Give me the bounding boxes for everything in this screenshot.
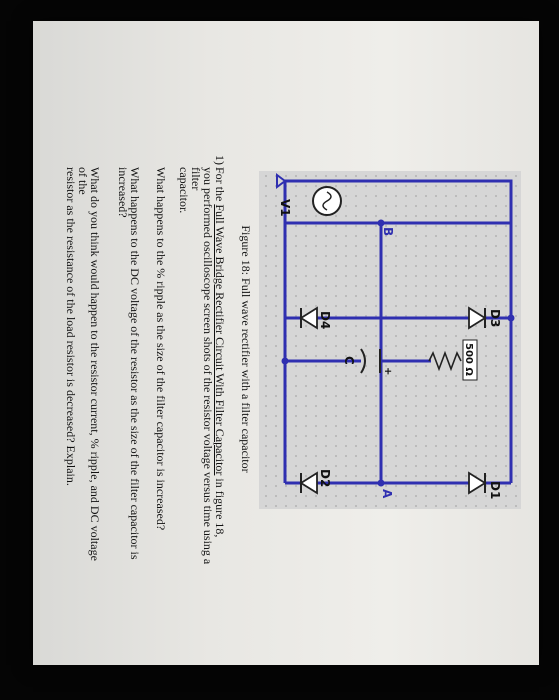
label-resistor: 500 Ω (463, 343, 474, 376)
label-v1: V1 (278, 199, 292, 217)
q1-text: What happens to the % ripple as the size… (154, 167, 168, 531)
resistor-label-box (462, 339, 478, 381)
junction-dot (507, 314, 515, 322)
circuit-wires (283, 179, 513, 485)
intro-text-a: For the (213, 167, 227, 205)
q3-line-1: What do you think would happen to the re… (76, 167, 102, 561)
label-capacitor: C (342, 356, 356, 365)
capacitor-c (360, 348, 381, 374)
rotated-page-content: D3 D1 D4 D2 V1 500 Ω C + A B Figure 18: … (33, 21, 539, 665)
circuit-svg: D3 D1 D4 D2 V1 500 Ω C + A B (276, 173, 515, 499)
ground-symbol (276, 173, 287, 189)
q2-line-1: What happens to the DC voltage of the re… (128, 167, 142, 560)
circuit-diagram: D3 D1 D4 D2 V1 500 Ω C + A B (259, 171, 521, 509)
label-cap-polarity: + (382, 367, 393, 375)
label-d3: D3 (488, 309, 502, 327)
intro-line-1: For the Full Wave Bridge Rectifier Circu… (213, 167, 227, 567)
intro-line-3: capacitor. (177, 167, 191, 214)
question-intro: For the Full Wave Bridge Rectifier Circu… (177, 167, 227, 567)
label-d1: D1 (488, 481, 502, 499)
intro-line-2: you performed oscilloscope screen shots … (189, 167, 215, 565)
question-dc-voltage-capacitor: What happens to the DC voltage of the re… (116, 167, 142, 567)
label-node-b: B (381, 227, 395, 236)
junction-dot (377, 479, 385, 487)
sine-icon (322, 191, 332, 211)
diode-d3 (468, 306, 487, 330)
figure-caption: Figure 18: Full wave rectifier with a fi… (239, 225, 253, 473)
question-number: 1) (213, 155, 227, 165)
paper-sheet: D3 D1 D4 D2 V1 500 Ω C + A B Figure 18: … (33, 21, 539, 665)
circuit-title-underlined: Full Wave Bridge Rectifier Circuit With … (213, 204, 227, 476)
label-d2: D2 (318, 469, 332, 487)
question-load-resistance: What do you think would happen to the re… (64, 167, 102, 567)
question-block: 1) For the Full Wave Bridge Rectifier Ci… (64, 155, 227, 567)
junction-dot (281, 357, 289, 365)
intro-text-b: in figure 18, (213, 475, 227, 538)
junction-dot (377, 219, 385, 227)
diode-d2 (299, 471, 318, 495)
label-node-a: A (380, 489, 394, 499)
label-d4: D4 (318, 311, 332, 329)
wire-top-left (327, 179, 513, 223)
resistor-500-ohm (428, 349, 462, 373)
q3-line-2: resistor as the resistance of the load r… (64, 167, 78, 486)
question-ripple-capacitor: What happens to the % ripple as the size… (154, 167, 168, 567)
diode-d1 (468, 471, 487, 495)
ac-source-v1 (312, 186, 342, 216)
diode-d4 (299, 306, 318, 330)
